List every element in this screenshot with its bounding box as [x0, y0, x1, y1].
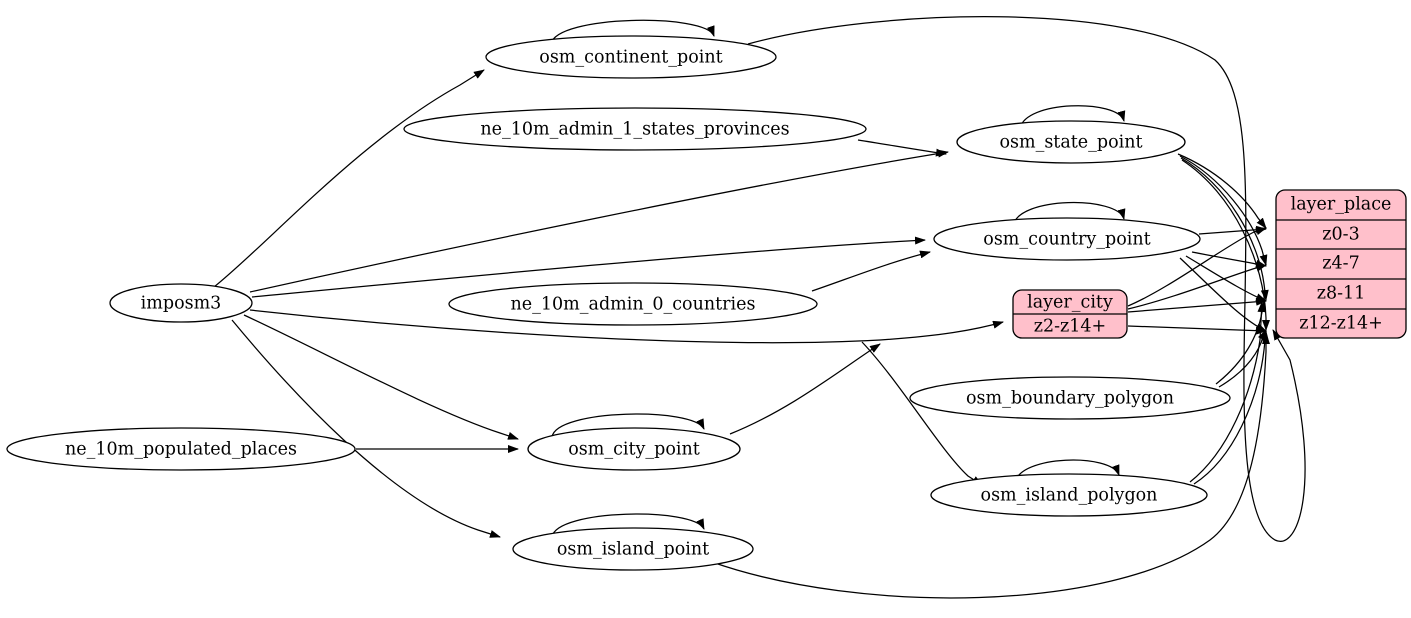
node-osm_island_point-label: osm_island_point [557, 540, 709, 560]
edge-imposm3-layer_city [249, 309, 1004, 344]
edge-self-osm_island_point [551, 513, 705, 538]
node-layer_place-header-label: layer_place [1291, 195, 1392, 215]
node-osm_boundary_polygon-label: osm_boundary_polygon [966, 389, 1174, 409]
edge-ne_admin1-osm_state_point [857, 139, 947, 157]
node-osm_island_polygon-label: osm_island_polygon [981, 486, 1158, 506]
node-osm_city_point-label: osm_city_point [568, 440, 700, 460]
node-imposm3-label: imposm3 [141, 294, 222, 314]
edge-imposm3-osm_island_point [231, 319, 501, 538]
edge-layer_city-layer_place-z3 [1127, 325, 1267, 335]
edge-self-osm_city_point [551, 413, 705, 438]
edge-osm_city_point-layer_place [729, 343, 881, 435]
edge-self-osm_continent_point [550, 19, 715, 45]
node-osm_state_point[interactable]: osm_state_point [956, 120, 1186, 164]
node-osm_boundary_polygon[interactable]: osm_boundary_polygon [909, 376, 1231, 420]
node-layer_place-zoom-range-1-label: z4-7 [1322, 254, 1359, 274]
nodes-layer: imposm3 ne_10m_populated_places ne_10m_a… [6, 35, 1407, 571]
edge-layer_city-layer_place-z2 [1127, 297, 1267, 313]
node-imposm3[interactable]: imposm3 [109, 283, 253, 323]
edge-osm_island_polygon-layer_place-b [1193, 330, 1269, 485]
node-ne_10m_admin_0_countries-label: ne_10m_admin_0_countries [511, 295, 756, 315]
node-osm_continent_point[interactable]: osm_continent_point [485, 35, 777, 79]
node-osm_state_point-label: osm_state_point [999, 133, 1142, 153]
node-layer_city[interactable]: layer_city z2-z14+ [1012, 289, 1128, 339]
edge-imposm3-osm_country_point [251, 236, 926, 298]
edge-osm_state_point-layer_place-z2 [1180, 157, 1269, 301]
edge-osm_continent_point-layer_place [747, 16, 1306, 542]
node-osm_continent_point-label: osm_continent_point [539, 48, 722, 68]
node-ne_10m_populated_places-label: ne_10m_populated_places [65, 440, 297, 460]
edge-osm_city_point-osm_island_polygon [861, 341, 983, 486]
edge-imposm3-osm_continent_point [213, 69, 485, 288]
edge-imposm3-osm_state_point [249, 149, 949, 293]
node-osm_city_point[interactable]: osm_city_point [527, 427, 741, 471]
node-layer_place[interactable]: layer_place z0-3 z4-7 z8-11 z12-z14+ [1275, 189, 1407, 339]
node-ne_10m_admin_0_countries[interactable]: ne_10m_admin_0_countries [448, 282, 818, 326]
edge-osm_state_point-layer_place-z1 [1179, 155, 1268, 266]
node-layer_place-zoom-range-3-label: z12-z14+ [1299, 314, 1383, 334]
edge-ne_admin0-osm_country_point [811, 250, 931, 292]
node-layer_place-zoom-range-0-label: z0-3 [1322, 225, 1359, 245]
edge-layer_city-layer_place-z1 [1127, 264, 1267, 310]
edge-osm_island_point-layer_place [711, 333, 1270, 599]
node-ne_10m_admin_1_states_provinces[interactable]: ne_10m_admin_1_states_provinces [403, 107, 867, 151]
edge-osm_island_polygon-layer_place-a [1189, 301, 1266, 483]
edge-layer_city-layer_place-z0 [1127, 227, 1267, 307]
edge-imposm3-osm_city_point [243, 314, 519, 440]
edge-osm_state_point-layer_place-z0 [1177, 153, 1267, 229]
edge-osm_country_point-layer_place-z0 [1198, 225, 1267, 235]
node-osm_country_point[interactable]: osm_country_point [933, 217, 1201, 261]
edges-layer [213, 16, 1306, 599]
node-ne_10m_populated_places[interactable]: ne_10m_populated_places [6, 427, 356, 471]
node-osm_island_polygon[interactable]: osm_island_polygon [930, 473, 1208, 517]
node-layer_city-zoom-range-label: z2-z14+ [1034, 317, 1106, 337]
edge-self-osm_state_point [1019, 105, 1126, 130]
node-layer_city-header-label: layer_city [1027, 293, 1113, 313]
edge-self-osm_country_point [1012, 201, 1126, 227]
node-layer_place-zoom-range-2-label: z8-11 [1317, 284, 1366, 304]
node-osm_island_point[interactable]: osm_island_point [512, 527, 754, 571]
node-osm_country_point-label: osm_country_point [983, 230, 1150, 250]
node-ne_10m_admin_1_states_provinces-label: ne_10m_admin_1_states_provinces [480, 120, 789, 140]
